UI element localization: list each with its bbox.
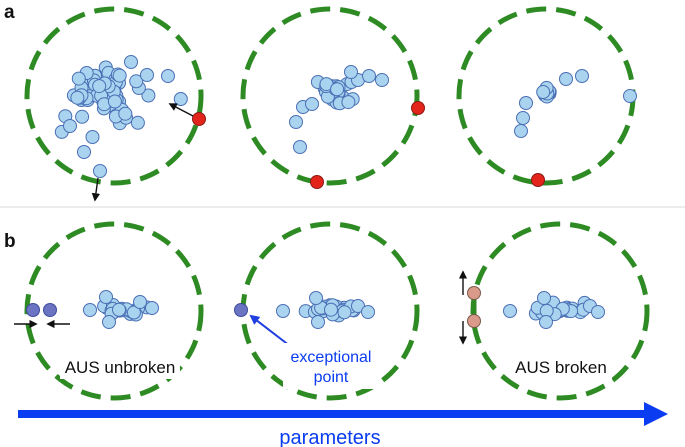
eigenvalue-point — [133, 295, 147, 309]
eigenvalue-point — [575, 69, 589, 83]
eigenvalue-point — [536, 85, 551, 99]
parameters-arrow-shaft — [18, 410, 648, 418]
eigenvalue-point — [344, 65, 358, 79]
arrow-outlier-a1 — [91, 177, 101, 202]
eigenvalue-point — [375, 73, 389, 87]
dark-point-b1-left — [26, 303, 40, 317]
eigenvalue-point — [92, 79, 107, 94]
red-point-a2-bottom — [310, 175, 324, 189]
eigenvalue-point — [99, 290, 113, 304]
eigenvalue-point — [539, 315, 553, 329]
points-a2 — [289, 65, 389, 154]
eigenvalue-point — [293, 140, 307, 154]
caption-broken-bg — [510, 353, 612, 379]
eigenvalue-point — [362, 69, 376, 83]
eigenvalue-point — [276, 304, 290, 318]
unit-circle-a2 — [240, 6, 420, 186]
eigenvalue-point — [112, 302, 126, 317]
eigenvalue-point — [129, 74, 144, 89]
pink-point-top — [467, 286, 481, 300]
eigenvalue-point — [289, 115, 303, 129]
broken-pair — [458, 270, 481, 345]
parameters-label: parameters — [279, 427, 380, 447]
eigenvalue-point — [77, 145, 91, 159]
red-point-a1 — [192, 112, 206, 126]
eigenvalue-point — [130, 115, 145, 130]
eigenvalue-point — [309, 291, 323, 305]
eigenvalue-point — [75, 109, 90, 124]
eigenvalue-point — [537, 291, 551, 305]
eigenvalue-point — [161, 69, 175, 83]
eigenvalue-point — [559, 72, 573, 86]
eigenvalue-point — [141, 88, 156, 103]
eigenvalue-point — [519, 96, 533, 110]
eigenvalue-point — [361, 305, 375, 319]
panel-a-label: a — [4, 2, 15, 23]
caption-unbroken-bg — [60, 353, 180, 379]
eigenvalue-point — [83, 303, 97, 317]
points-a1 — [54, 55, 188, 178]
dark-point-b1-right — [43, 303, 57, 317]
points-a3 — [514, 69, 637, 138]
eigenvalue-point — [126, 305, 141, 320]
eigenvalue-point — [516, 111, 530, 125]
eigenvalue-point — [311, 315, 325, 329]
eigenvalue-point — [173, 92, 188, 106]
unit-circle-a1 — [24, 6, 204, 186]
eigenvalue-point — [337, 305, 352, 320]
eigenvalue-point — [70, 90, 85, 105]
eigenvalue-point — [145, 301, 159, 315]
points-b1 — [83, 290, 159, 329]
motion-arrows-a — [91, 103, 194, 202]
eigenvalue-point — [514, 124, 528, 138]
red-point-a2-right — [411, 101, 425, 115]
caption-ep-bg — [283, 343, 379, 389]
dark-points-b — [26, 303, 248, 317]
eigenvalue-point — [71, 71, 86, 86]
eigenvalue-point — [124, 55, 138, 69]
eigenvalue-point — [118, 106, 133, 121]
eigenvalue-point — [107, 94, 122, 109]
panel-b-label: b — [4, 231, 16, 252]
eigenvalue-point — [63, 119, 77, 133]
eigenvalue-point — [305, 97, 319, 111]
eigenvalue-point — [623, 89, 637, 103]
arrow-red-a1 — [168, 103, 194, 117]
red-point-a3 — [531, 173, 545, 187]
eigenvalue-point — [93, 164, 107, 178]
points-b3 — [503, 291, 605, 329]
caption-aus-broken: AUS broken — [515, 358, 607, 377]
exceptional-point-pointer — [249, 314, 291, 347]
eigenvalue-point — [341, 95, 356, 110]
eigenvalue-point — [591, 305, 605, 319]
red-points — [192, 101, 545, 189]
exceptional-point-marker — [234, 303, 248, 317]
pink-point-bottom — [467, 314, 481, 328]
eigenvalue-point — [112, 68, 127, 83]
eigenvalue-point — [85, 130, 100, 144]
points-b2 — [276, 291, 375, 329]
eigenvalue-point — [503, 304, 517, 318]
eigenvalue-point — [324, 302, 338, 317]
eigenvalue-point — [140, 68, 154, 82]
eigenvalue-point — [330, 82, 345, 97]
eigenvalue-point — [102, 315, 116, 329]
caption-aus-unbroken: AUS unbroken — [65, 358, 176, 377]
parameters-arrow-head — [644, 402, 668, 426]
